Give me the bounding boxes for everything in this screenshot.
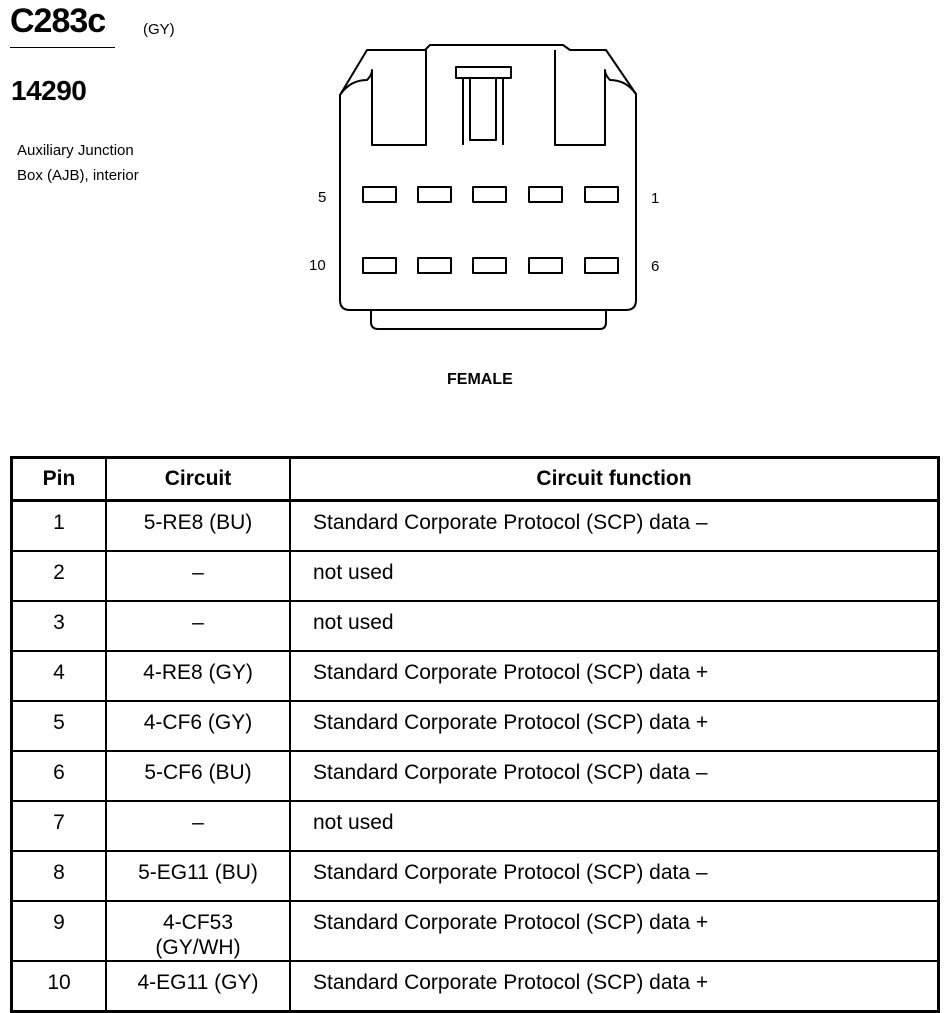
header-circuit: Circuit [105,456,291,502]
table-row: 6 5-CF6 (BU) Standard Corporate Protocol… [10,750,940,802]
connector-lock-head [455,66,512,79]
cavity-pin-8 [472,257,507,274]
description-line-2: Box (AJB), interior [17,167,139,184]
table-row: 5 4-CF6 (GY) Standard Corporate Protocol… [10,700,940,752]
cell-circuit: – [105,550,291,602]
cavity-pin-6 [584,257,619,274]
connector-bottom-tab [370,310,607,330]
cell-function: Standard Corporate Protocol (SCP) data + [289,900,940,962]
cell-pin: 2 [10,550,107,602]
cell-function: Standard Corporate Protocol (SCP) data – [289,850,940,902]
cell-circuit: – [105,600,291,652]
table-header-row: Pin Circuit Circuit function [10,456,940,502]
table-row: 8 5-EG11 (BU) Standard Corporate Protoco… [10,850,940,902]
cavity-pin-9 [417,257,452,274]
cell-pin: 5 [10,700,107,752]
cell-circuit: – [105,800,291,852]
connector-right-channel [554,50,637,146]
description-line-1: Auxiliary Junction [17,142,134,159]
pin-label-top-right: 1 [651,190,660,207]
table-row: 2 – not used [10,550,940,602]
connector-left-channel [339,50,427,146]
cell-function: not used [289,800,940,852]
cell-function: Standard Corporate Protocol (SCP) data – [289,499,940,552]
cavity-pin-10 [362,257,397,274]
cavity-pin-7 [528,257,563,274]
cell-function: not used [289,550,940,602]
connector-color: (GY) [143,21,175,38]
connector-body-outline [339,44,637,311]
cell-function: Standard Corporate Protocol (SCP) data – [289,750,940,802]
cell-pin: 3 [10,600,107,652]
cavity-pin-3 [472,186,507,203]
cell-circuit: 5-CF6 (BU) [105,750,291,802]
cavity-pin-2 [528,186,563,203]
connector-description: Auxiliary Junction Box (AJB), interior [17,138,187,188]
connector-lock-body [462,78,504,145]
connector-id-underline [10,47,115,48]
table-row: 9 4-CF53 (GY/WH) Standard Corporate Prot… [10,900,940,962]
connector-gender: FEMALE [447,371,513,388]
cell-function: not used [289,600,940,652]
header-circuit-function: Circuit function [289,456,940,502]
cell-function: Standard Corporate Protocol (SCP) data + [289,700,940,752]
pin-label-bottom-right: 6 [651,258,660,275]
cell-pin: 1 [10,499,107,552]
cell-pin: 8 [10,850,107,902]
cell-pin: 9 [10,900,107,962]
header-pin: Pin [10,456,107,502]
table-row: 7 – not used [10,800,940,852]
table-row: 4 4-RE8 (GY) Standard Corporate Protocol… [10,650,940,702]
cavity-pin-4 [417,186,452,203]
cell-function: Standard Corporate Protocol (SCP) data + [289,650,940,702]
pin-label-top-left: 5 [318,189,327,206]
cell-pin: 4 [10,650,107,702]
table-row: 1 5-RE8 (BU) Standard Corporate Protocol… [10,499,940,552]
cell-circuit: 5-EG11 (BU) [105,850,291,902]
table-row: 10 4-EG11 (GY) Standard Corporate Protoc… [10,960,940,1013]
connector-face-drawing [339,44,637,330]
cell-circuit: 4-EG11 (GY) [105,960,291,1013]
cell-circuit: 4-CF53 (GY/WH) [105,900,291,962]
cell-pin: 6 [10,750,107,802]
cavity-pin-1 [584,186,619,203]
pin-label-bottom-left: 10 [309,257,326,274]
cell-pin: 7 [10,800,107,852]
pinout-table: Pin Circuit Circuit function 1 5-RE8 (BU… [10,456,940,1013]
part-number: 14290 [11,75,87,106]
cell-function: Standard Corporate Protocol (SCP) data + [289,960,940,1013]
cell-circuit: 4-CF6 (GY) [105,700,291,752]
cell-circuit: 5-RE8 (BU) [105,499,291,552]
cell-pin: 10 [10,960,107,1013]
connector-id: C283c [10,2,106,40]
cavity-pin-5 [362,186,397,203]
table-row: 3 – not used [10,600,940,652]
cell-circuit: 4-RE8 (GY) [105,650,291,702]
